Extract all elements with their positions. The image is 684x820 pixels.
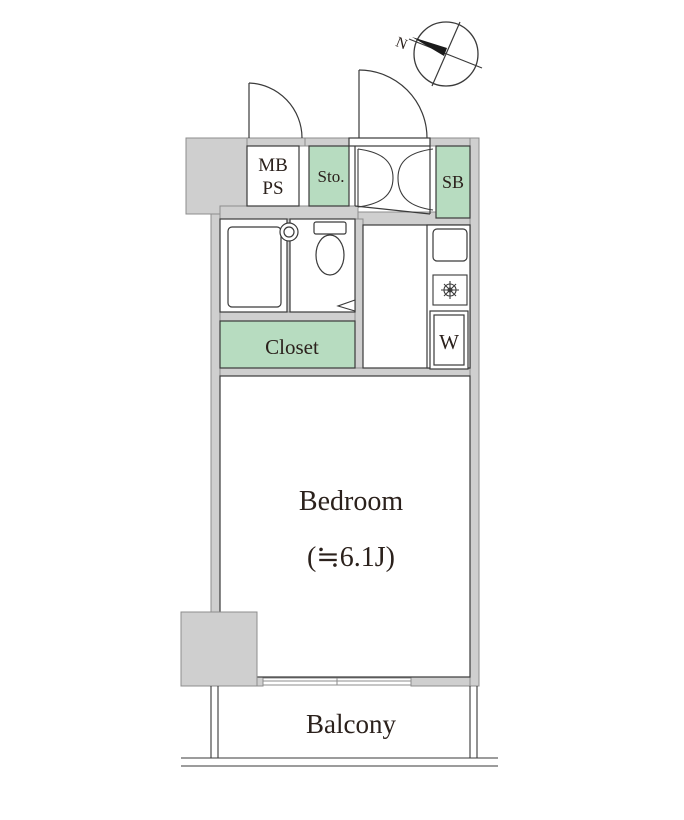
balcony — [181, 686, 498, 767]
compass-icon — [408, 21, 483, 87]
closet-label: Closet — [265, 335, 319, 359]
storage-area — [308, 145, 350, 207]
bedroom-size-label: (≒6.1J) — [307, 542, 395, 573]
storage-label: Sto. — [318, 167, 345, 186]
shoe-box-label: SB — [442, 172, 464, 192]
toilet-door-marker — [336, 299, 356, 312]
closet-area — [219, 320, 356, 369]
stove-icon — [432, 274, 468, 306]
bedroom-label: Bedroom — [299, 486, 403, 517]
bedroom-area — [219, 375, 471, 678]
mb-label: MB — [258, 155, 288, 176]
ps-label: PS — [262, 178, 283, 199]
mb-door — [248, 82, 303, 139]
mb-ps-shaft — [246, 145, 300, 207]
entrance-door — [348, 69, 431, 215]
north-label: N — [393, 34, 409, 53]
balcony-window — [262, 677, 412, 686]
bathroom — [219, 218, 288, 313]
toilet-icon — [279, 218, 356, 313]
washer-space — [429, 310, 469, 370]
washer-label: W — [439, 330, 459, 354]
sink-icon — [432, 228, 468, 262]
shoe-box-doors — [357, 148, 434, 211]
balcony-label: Balcony — [306, 709, 396, 739]
shoe-box — [435, 145, 471, 219]
